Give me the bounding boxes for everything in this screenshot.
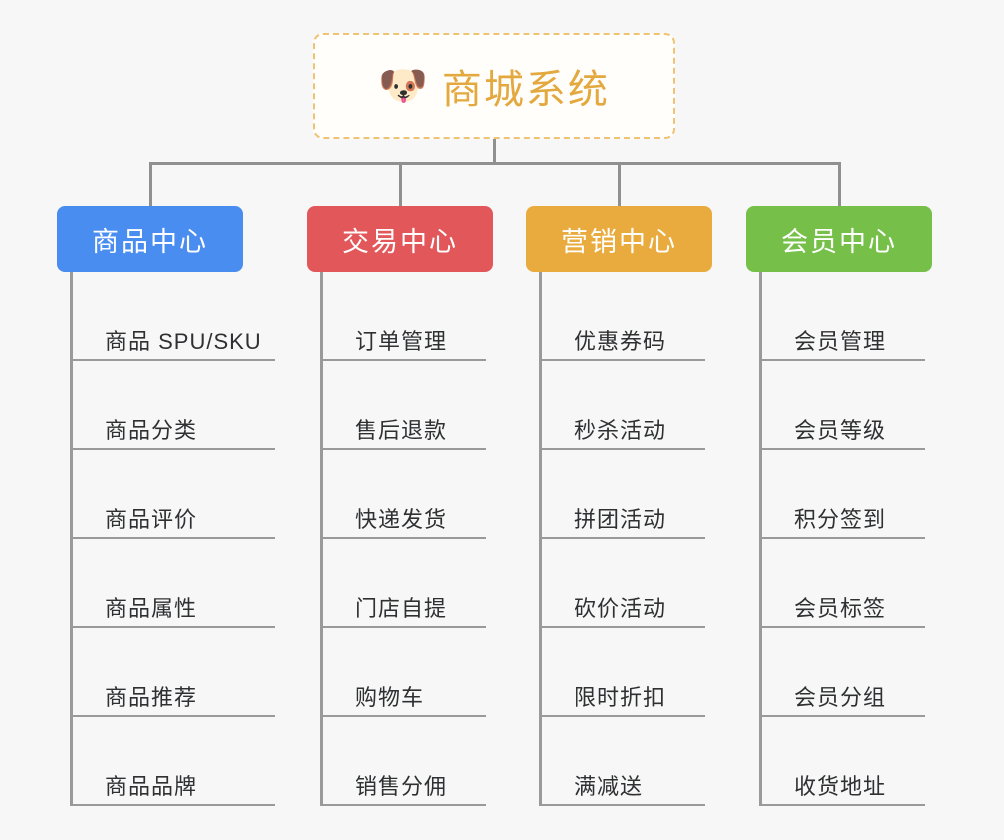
leaf-label: 购物车 — [355, 684, 425, 710]
leaf-underline — [542, 804, 705, 806]
leaf-item[interactable]: 拼团活动 — [542, 450, 712, 539]
leaf-label: 销售分佣 — [355, 773, 448, 799]
category-box-trade-center[interactable]: 交易中心 — [307, 206, 493, 272]
leaf-underline — [323, 359, 486, 361]
leaf-item[interactable]: 会员等级 — [762, 361, 932, 450]
leaf-underline — [323, 448, 486, 450]
leaf-item[interactable]: 会员管理 — [762, 272, 932, 361]
leaf-item[interactable]: 会员标签 — [762, 539, 932, 628]
leaf-underline — [73, 715, 275, 717]
category-box-marketing-center[interactable]: 营销中心 — [526, 206, 712, 272]
leaf-label: 会员管理 — [794, 328, 887, 354]
leaf-item[interactable]: 订单管理 — [323, 272, 493, 361]
leaf-list-trade-center: 订单管理售后退款快递发货门店自提购物车销售分佣 — [320, 272, 493, 806]
leaf-underline — [762, 715, 925, 717]
leaf-label: 会员分组 — [794, 684, 887, 710]
leaf-list-marketing-center: 优惠券码秒杀活动拼团活动砍价活动限时折扣满减送 — [539, 272, 712, 806]
leaf-item[interactable]: 商品评价 — [73, 450, 275, 539]
root-title: 商城系统 — [441, 68, 610, 112]
leaf-item[interactable]: 门店自提 — [323, 539, 493, 628]
category-label: 营销中心 — [561, 226, 677, 257]
leaf-underline — [542, 537, 705, 539]
leaf-label: 商品品牌 — [105, 773, 198, 799]
leaf-label: 售后退款 — [355, 417, 448, 443]
leaf-underline — [762, 359, 925, 361]
column-member-center: 会员中心会员管理会员等级积分签到会员标签会员分组收货地址 — [746, 206, 932, 806]
leaf-label: 商品属性 — [105, 595, 198, 621]
leaf-item[interactable]: 购物车 — [323, 628, 493, 717]
leaf-label: 会员等级 — [794, 417, 887, 443]
leaf-underline — [73, 804, 275, 806]
column-trade-center: 交易中心订单管理售后退款快递发货门店自提购物车销售分佣 — [307, 206, 493, 806]
leaf-underline — [762, 804, 925, 806]
leaf-item[interactable]: 限时折扣 — [542, 628, 712, 717]
connector-drop-member-center — [838, 162, 841, 206]
leaf-item[interactable]: 会员分组 — [762, 628, 932, 717]
leaf-label: 门店自提 — [355, 595, 448, 621]
leaf-item[interactable]: 商品推荐 — [73, 628, 275, 717]
leaf-underline — [73, 626, 275, 628]
leaf-item[interactable]: 商品属性 — [73, 539, 275, 628]
column-marketing-center: 营销中心优惠券码秒杀活动拼团活动砍价活动限时折扣满减送 — [526, 206, 712, 806]
leaf-underline — [762, 537, 925, 539]
leaf-item[interactable]: 商品 SPU/SKU — [73, 272, 275, 361]
leaf-label: 满减送 — [574, 773, 644, 799]
leaf-label: 收货地址 — [794, 773, 887, 799]
leaf-underline — [542, 626, 705, 628]
leaf-label: 优惠券码 — [574, 328, 667, 354]
category-box-product-center[interactable]: 商品中心 — [57, 206, 243, 272]
leaf-item[interactable]: 满减送 — [542, 717, 712, 806]
category-label: 交易中心 — [342, 226, 458, 257]
leaf-label: 会员标签 — [794, 595, 887, 621]
leaf-item[interactable]: 秒杀活动 — [542, 361, 712, 450]
leaf-list-product-center: 商品 SPU/SKU 商品分类商品评价商品属性商品推荐商品品牌 — [70, 272, 275, 806]
leaf-underline — [323, 626, 486, 628]
leaf-underline — [73, 448, 275, 450]
leaf-underline — [762, 626, 925, 628]
connector-bar — [149, 162, 840, 165]
leaf-underline — [762, 448, 925, 450]
dog-face-icon: 🐶 — [378, 63, 428, 109]
leaf-item[interactable]: 积分签到 — [762, 450, 932, 539]
leaf-item[interactable]: 砍价活动 — [542, 539, 712, 628]
leaf-label: 商品推荐 — [105, 684, 198, 710]
category-label: 会员中心 — [781, 226, 897, 257]
leaf-item[interactable]: 售后退款 — [323, 361, 493, 450]
leaf-label: 拼团活动 — [574, 506, 667, 532]
leaf-label: 积分签到 — [794, 506, 887, 532]
connector-drop-product-center — [149, 162, 152, 206]
leaf-label: 砍价活动 — [574, 595, 667, 621]
connector-stem — [493, 139, 496, 164]
leaf-label: 订单管理 — [355, 328, 448, 354]
root-node[interactable]: 🐶 商城系统 — [313, 33, 675, 139]
leaf-underline — [323, 804, 486, 806]
leaf-underline — [73, 537, 275, 539]
leaf-label: 商品评价 — [105, 506, 198, 532]
leaf-item[interactable]: 优惠券码 — [542, 272, 712, 361]
leaf-item[interactable]: 销售分佣 — [323, 717, 493, 806]
leaf-label: 限时折扣 — [574, 684, 667, 710]
column-product-center: 商品中心商品 SPU/SKU 商品分类商品评价商品属性商品推荐商品品牌 — [57, 206, 275, 806]
connector-drop-trade-center — [399, 162, 402, 206]
leaf-underline — [73, 359, 275, 361]
leaf-underline — [542, 715, 705, 717]
leaf-underline — [542, 448, 705, 450]
leaf-label: 商品 SPU/SKU — [105, 328, 262, 354]
category-label: 商品中心 — [92, 226, 208, 257]
leaf-label: 商品分类 — [105, 417, 198, 443]
leaf-underline — [323, 537, 486, 539]
leaf-list-member-center: 会员管理会员等级积分签到会员标签会员分组收货地址 — [759, 272, 932, 806]
category-box-member-center[interactable]: 会员中心 — [746, 206, 932, 272]
leaf-label: 秒杀活动 — [574, 417, 667, 443]
leaf-item[interactable]: 商品品牌 — [73, 717, 275, 806]
connector-drop-marketing-center — [618, 162, 621, 206]
leaf-item[interactable]: 快递发货 — [323, 450, 493, 539]
leaf-underline — [542, 359, 705, 361]
leaf-item[interactable]: 商品分类 — [73, 361, 275, 450]
leaf-item[interactable]: 收货地址 — [762, 717, 932, 806]
leaf-underline — [323, 715, 486, 717]
leaf-label: 快递发货 — [355, 506, 448, 532]
